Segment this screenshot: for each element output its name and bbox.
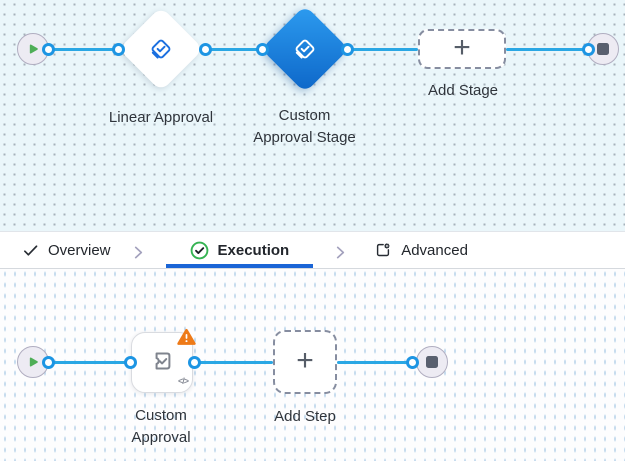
add-step-label: Add Step (274, 408, 336, 425)
edge (194, 360, 273, 364)
play-icon (25, 354, 41, 370)
add-stage-button[interactable]: + (418, 29, 506, 69)
port[interactable] (187, 355, 201, 369)
stage-canvas[interactable]: + Linear Approval Custom Approval Stage … (0, 0, 625, 231)
stop-icon (426, 356, 438, 368)
stop-icon (597, 43, 609, 55)
edge (205, 47, 262, 51)
end-node[interactable] (587, 33, 619, 65)
tab-advanced[interactable]: Advanced (374, 232, 468, 268)
plus-icon: + (453, 30, 471, 64)
tab-label: Advanced (401, 241, 468, 259)
stage-tab-bar: Overview Execution (0, 231, 625, 269)
tab-label: Overview (48, 241, 111, 259)
check-circle-icon (190, 241, 209, 260)
approval-stage-icon (292, 36, 318, 67)
chevron-right-icon (132, 241, 145, 260)
step-label: Custom Approval (131, 407, 191, 446)
port[interactable] (581, 42, 595, 56)
add-step-button[interactable]: + (273, 330, 337, 394)
code-icon: </> (177, 376, 189, 386)
port[interactable] (41, 355, 55, 369)
stage-label: Linear Approval (108, 109, 214, 126)
port[interactable] (405, 355, 419, 369)
approval-task-icon (147, 347, 175, 380)
tab-overview[interactable]: Overview (22, 232, 111, 268)
port[interactable] (41, 42, 55, 56)
port[interactable] (123, 355, 137, 369)
port[interactable] (340, 42, 354, 56)
port[interactable] (255, 42, 269, 56)
edge (337, 360, 413, 364)
port[interactable] (198, 42, 212, 56)
port[interactable] (111, 42, 125, 56)
tab-label: Execution (217, 241, 290, 259)
edge (506, 47, 588, 51)
stage-settings-icon (374, 241, 392, 259)
check-icon (22, 242, 39, 259)
edge (48, 360, 130, 364)
add-stage-label: Add Stage (427, 82, 499, 99)
plus-icon: + (296, 343, 314, 377)
approval-stage-icon (148, 36, 174, 67)
end-node[interactable] (416, 346, 448, 378)
step-canvas[interactable]: </> + Custom Approval Add Step (0, 269, 625, 461)
edge (48, 47, 118, 51)
tab-execution[interactable]: Execution (165, 232, 314, 268)
stage-label: Custom Approval Stage (253, 107, 356, 146)
warning-icon (177, 328, 196, 351)
chevron-right-icon (334, 241, 347, 260)
play-icon (25, 41, 41, 57)
edge (347, 47, 418, 51)
